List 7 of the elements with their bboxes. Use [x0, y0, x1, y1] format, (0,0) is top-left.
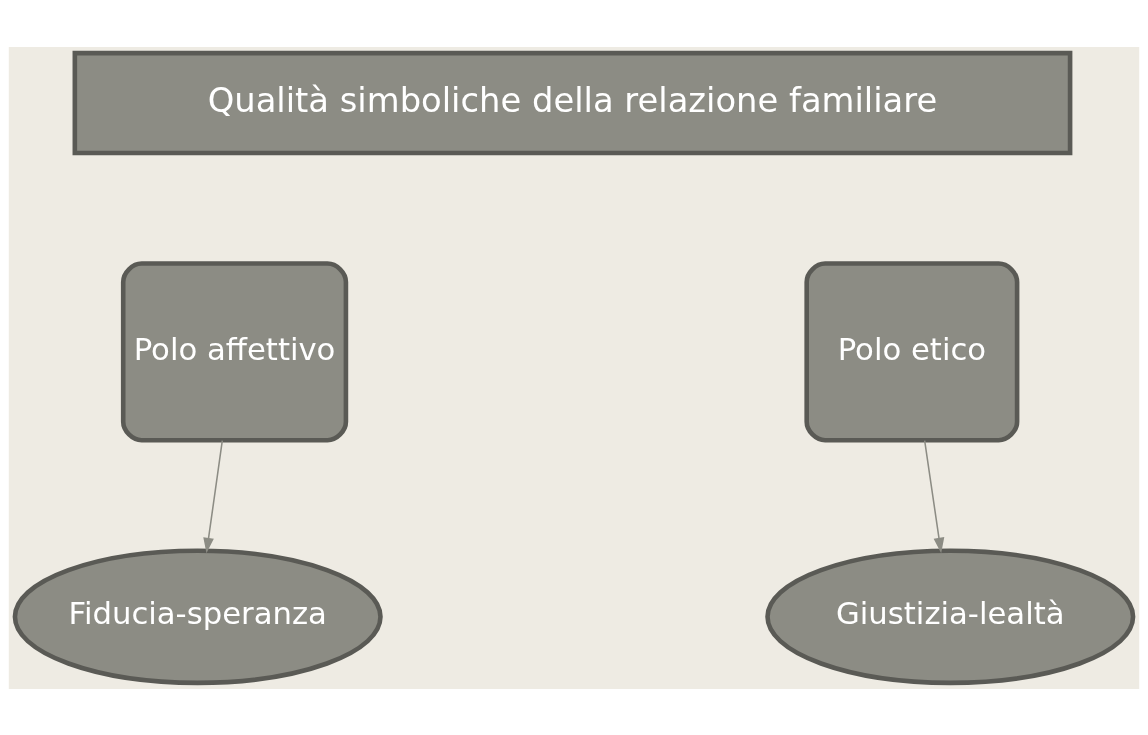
node-ellipse: Giustizia-lealtà — [765, 547, 1136, 685]
node-ellipse: Fiducia-speranza — [12, 547, 383, 685]
arrow — [203, 439, 224, 553]
node-box: Polo affettivo — [120, 260, 349, 442]
node-box: Polo etico — [804, 260, 1020, 442]
arrow — [923, 439, 945, 553]
node-box: Qualità simboliche della relazione familiare — [72, 50, 1073, 155]
